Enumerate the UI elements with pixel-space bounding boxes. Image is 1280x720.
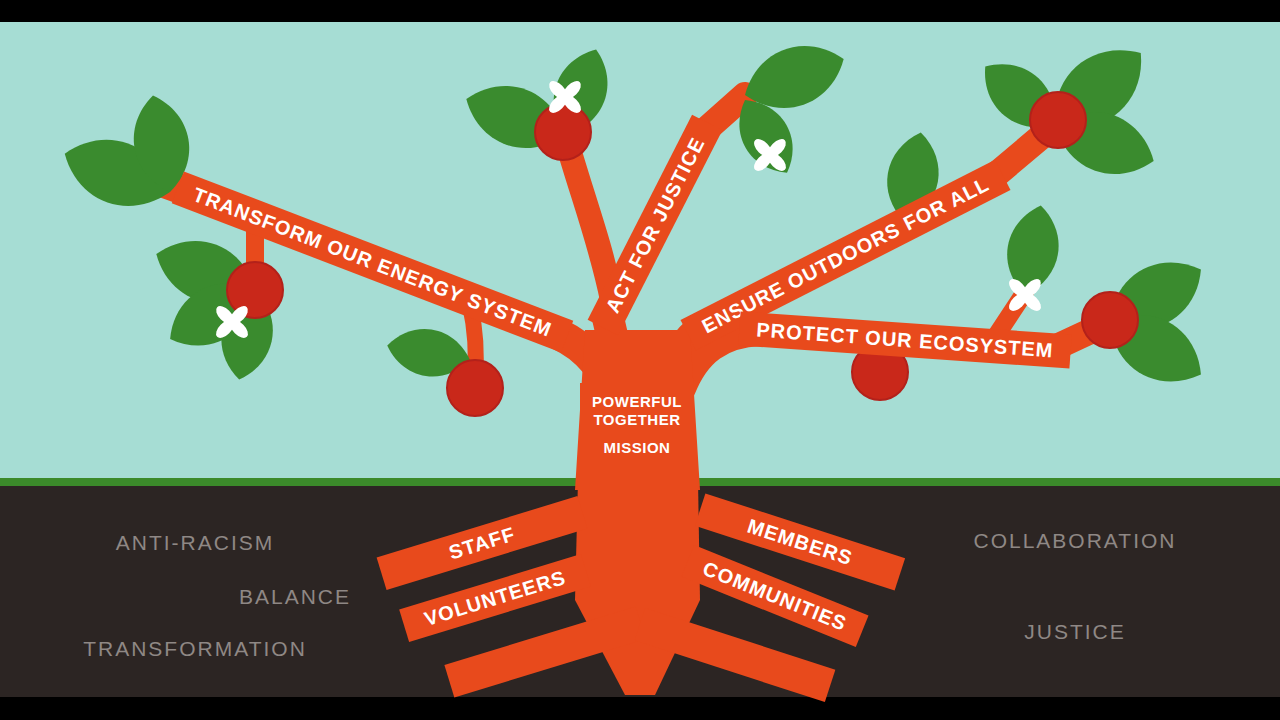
flowers-part bbox=[202, 292, 261, 351]
leaves bbox=[54, 29, 1215, 400]
branches-part bbox=[565, 135, 612, 300]
trunk-text: POWERFUL TOGETHER bbox=[586, 393, 688, 429]
fruits-part bbox=[447, 360, 503, 416]
fruits-part bbox=[1082, 292, 1138, 348]
fruits-part bbox=[535, 104, 591, 160]
trunk-and-roots-part bbox=[575, 330, 700, 490]
value-word: TRANSFORMATION bbox=[83, 637, 307, 661]
fruits-part bbox=[1030, 92, 1086, 148]
value-word: ANTI-RACISM bbox=[116, 531, 275, 555]
fruits-part bbox=[227, 262, 283, 318]
trunk-box: POWERFUL TOGETHER MISSION bbox=[580, 383, 694, 487]
value-word: COLLABORATION bbox=[974, 529, 1177, 553]
trunk-text: MISSION bbox=[586, 439, 688, 457]
trunk-and-roots-part bbox=[575, 480, 700, 695]
flowers-part bbox=[740, 125, 799, 184]
flowers-part bbox=[535, 67, 594, 126]
background-part bbox=[0, 22, 1280, 480]
value-word: BALANCE bbox=[239, 585, 351, 609]
flowers-part bbox=[995, 265, 1054, 324]
value-word: JUSTICE bbox=[1024, 620, 1126, 644]
leaves-part bbox=[725, 88, 808, 184]
flowers bbox=[202, 67, 1054, 351]
